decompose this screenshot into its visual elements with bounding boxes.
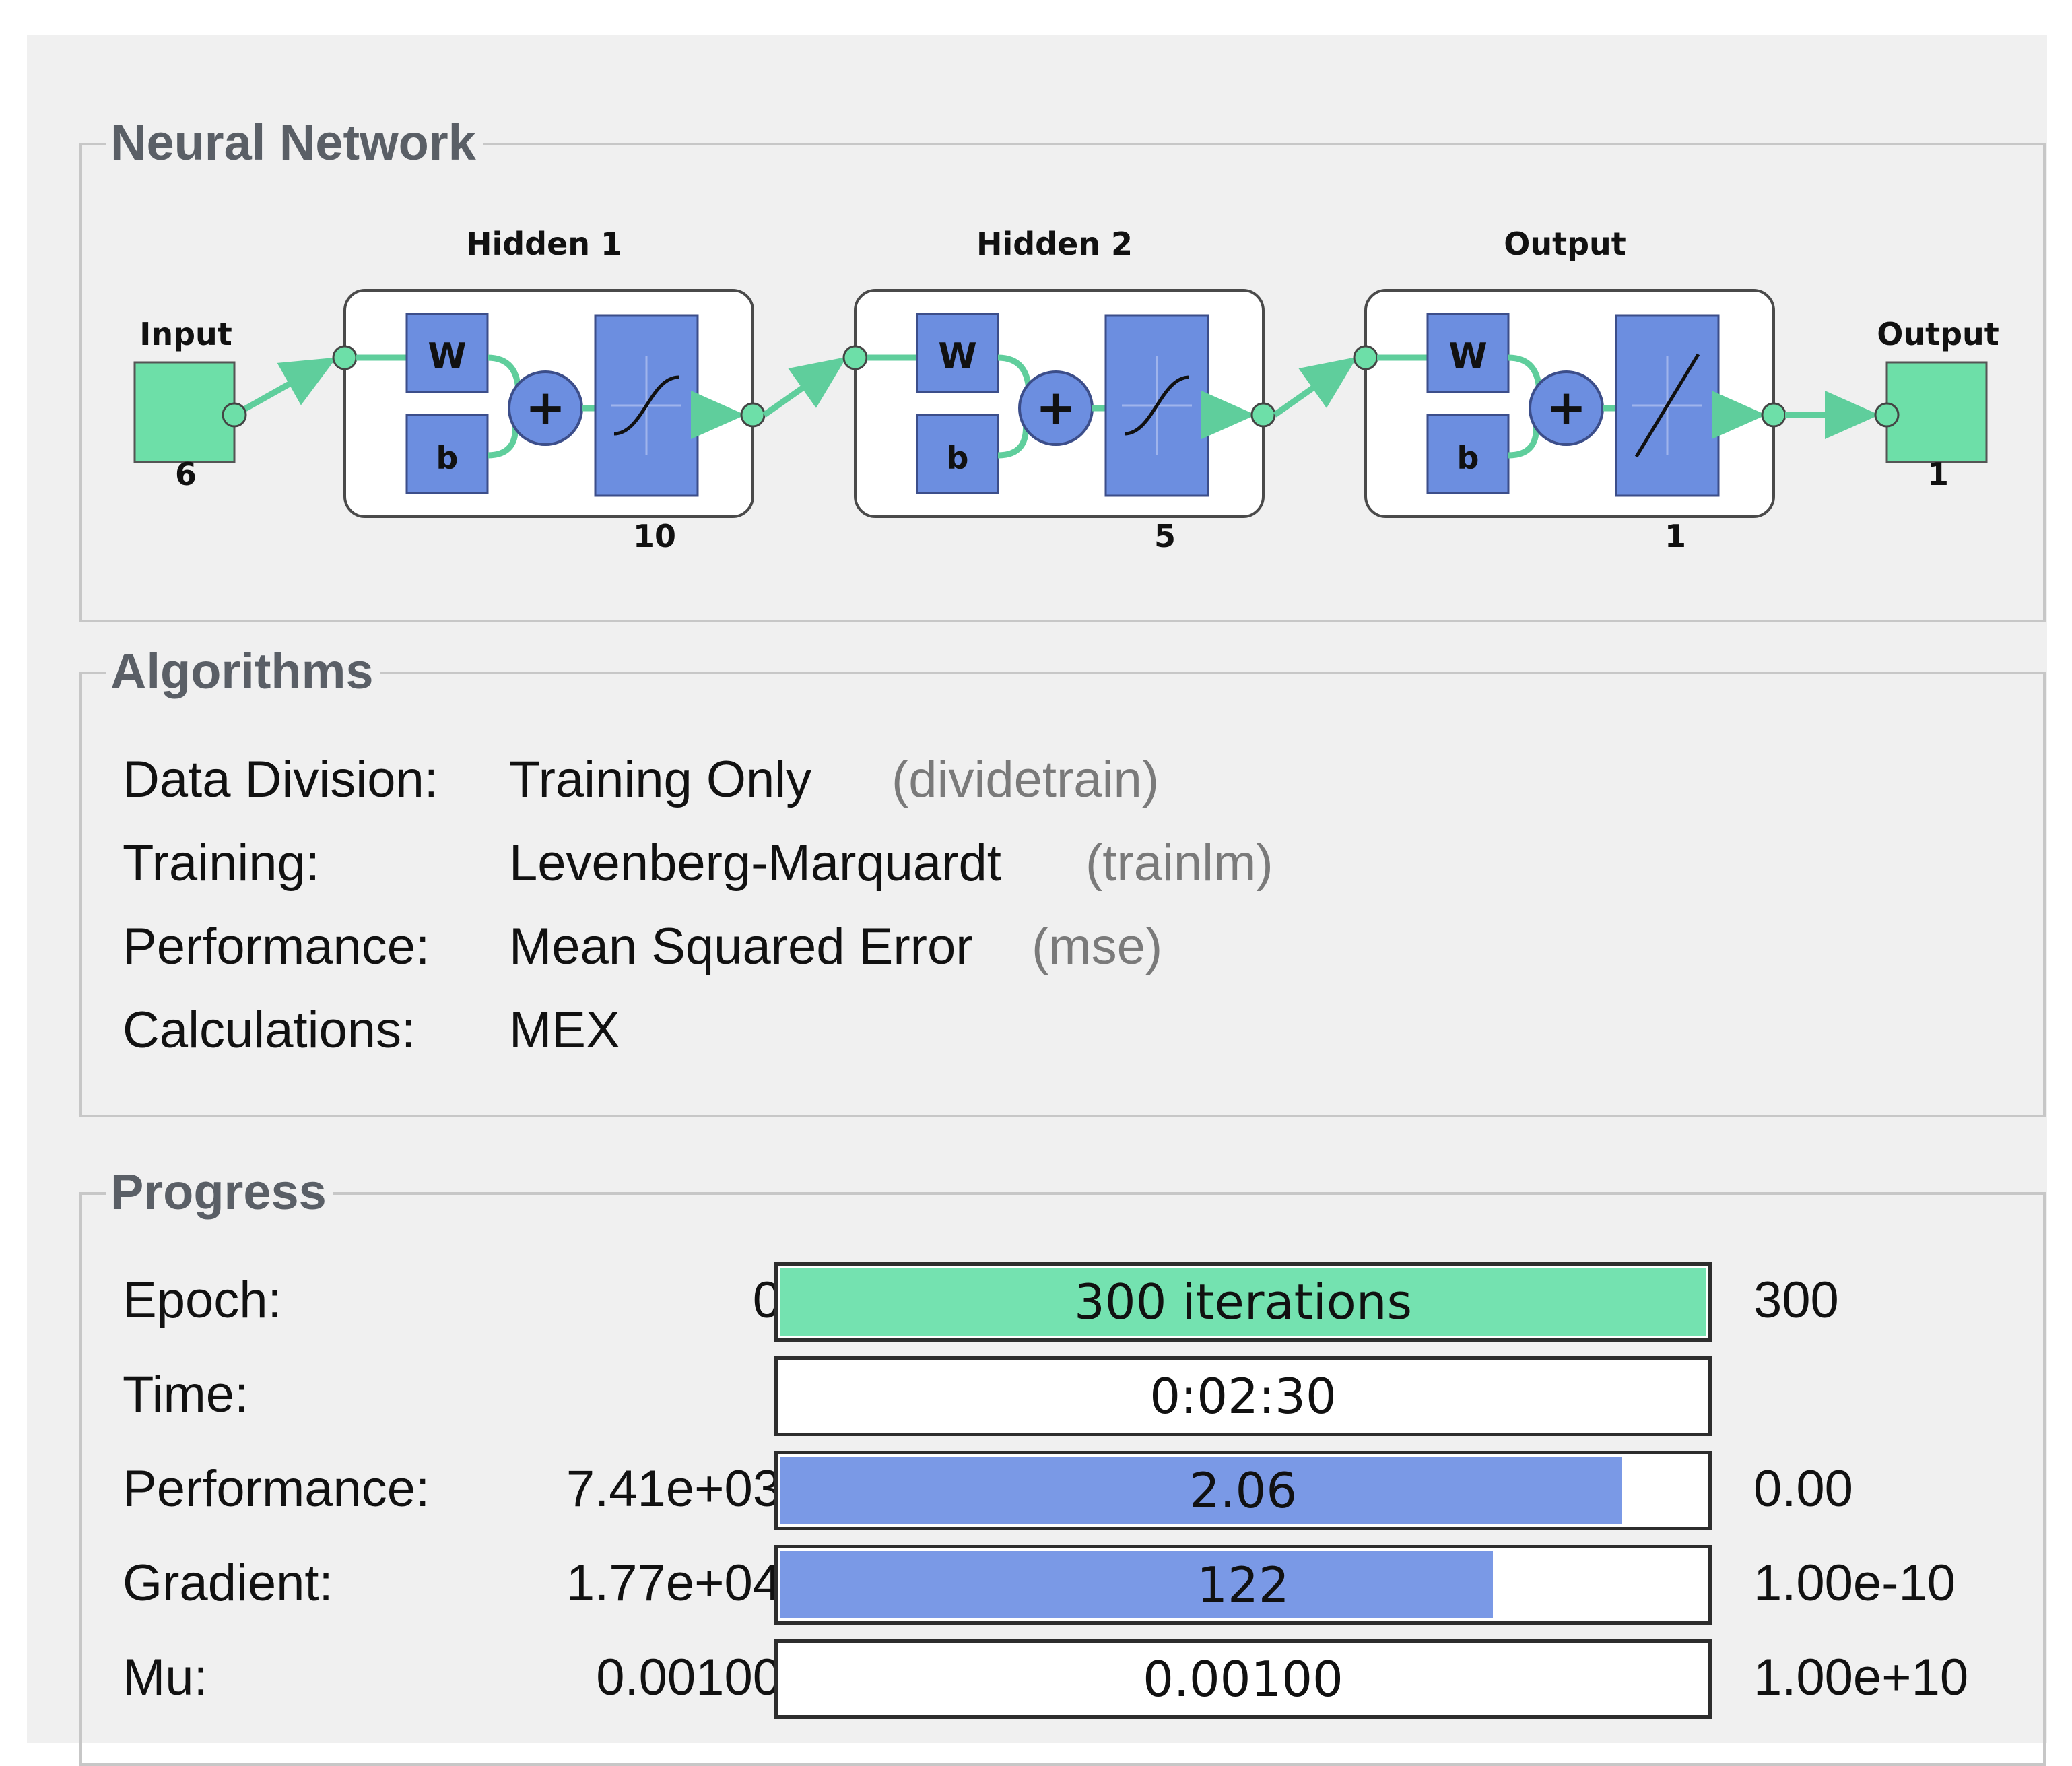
layer-3-title: Output [1504, 226, 1626, 262]
mu-min: 0.00100 [596, 1649, 781, 1706]
output-size: 1 [1927, 456, 1949, 492]
layer-1-input-dot [332, 345, 358, 370]
time-progress-bar: 0:02:30 [774, 1356, 1712, 1436]
layer-2-input-connector [762, 356, 847, 418]
layer-3-sum-symbol: + [1546, 379, 1586, 436]
layer-2-bias-label: b [947, 440, 969, 476]
layer-2-weight-label: W [938, 336, 976, 377]
gradient-progress-bar: 122 [774, 1545, 1712, 1625]
gradient-current: 122 [1197, 1557, 1290, 1613]
performance-max: 0.00 [1753, 1460, 1853, 1517]
input-node [133, 361, 236, 463]
layer-2-sigmoid-icon [1124, 375, 1190, 436]
layer-2-sum-symbol: + [1036, 379, 1076, 436]
epoch-progress-fill [780, 1268, 1706, 1336]
layer-1-bias-label: b [436, 440, 459, 476]
output-node-dot [1874, 402, 1900, 428]
layer-3-input-connector [1273, 356, 1358, 418]
mu-label: Mu: [123, 1649, 208, 1706]
layer-3-linear-icon [1634, 353, 1700, 458]
gradient-label: Gradient: [123, 1555, 333, 1612]
performance-min: 7.41e+03 [566, 1460, 781, 1517]
epoch-label: Epoch: [123, 1272, 282, 1329]
layer-1-input-connector [232, 357, 337, 418]
layer-2-size: 5 [1154, 518, 1176, 554]
algo-link-dividetrain[interactable]: (dividetrain) [892, 751, 1160, 808]
layer-1-title: Hidden 1 [466, 226, 622, 262]
layer-2-title: Hidden 2 [976, 226, 1133, 262]
mu-max: 1.00e+10 [1753, 1649, 1969, 1706]
algo-link-mse[interactable]: (mse) [1032, 918, 1163, 975]
algo-label-training: Training: [123, 835, 320, 892]
gradient-progress-fill [780, 1551, 1493, 1618]
algo-value-calculations: MEX [509, 1002, 620, 1059]
layer-3-weight-label: W [1448, 336, 1487, 377]
input-node-dot [222, 402, 247, 428]
layer-2-input-dot [842, 345, 868, 370]
layer-3-size: 1 [1665, 518, 1686, 554]
progress-title: Progress [106, 1160, 333, 1224]
layer-3-weight-block [1426, 313, 1510, 393]
time-label: Time: [123, 1366, 249, 1423]
algorithms-title: Algorithms [106, 639, 380, 704]
performance-label: Performance: [123, 1460, 430, 1517]
layer-3-bias-label: b [1457, 440, 1479, 476]
layer-1-weight-label: W [428, 336, 466, 377]
layer-1-sigmoid-icon [613, 375, 679, 436]
layer-3-output-dot [1761, 402, 1786, 428]
input-size: 6 [175, 456, 197, 492]
layer-2-output-dot [1250, 402, 1276, 428]
layer-1-output-dot [740, 402, 766, 428]
algo-label-calculations: Calculations: [123, 1002, 416, 1059]
layer-1-sum-symbol: + [525, 379, 566, 436]
gradient-max: 1.00e-10 [1753, 1555, 1956, 1612]
neural-network-title: Neural Network [106, 110, 483, 175]
algo-value-data-division: Training Only [509, 751, 812, 808]
performance-progress-fill [780, 1457, 1622, 1524]
progress-panel: Progress Epoch: 0 300 iterations 300 Tim… [79, 1160, 2046, 1766]
layer-3-input-dot [1353, 345, 1378, 370]
time-current: 0:02:30 [1149, 1368, 1337, 1425]
layer-2-weight-block [916, 313, 999, 393]
epoch-max: 300 [1753, 1272, 1839, 1329]
performance-progress-bar: 2.06 [774, 1451, 1712, 1530]
layer-3-bias-block [1426, 414, 1510, 494]
output-label: Output [1877, 316, 1999, 352]
mu-current: 0.00100 [1143, 1651, 1343, 1707]
algo-label-data-division: Data Division: [123, 751, 438, 808]
algo-label-performance: Performance: [123, 918, 430, 975]
algo-value-performance: Mean Squared Error [509, 918, 973, 975]
layer-1-bias-block [405, 414, 489, 494]
input-label: Input [139, 316, 232, 352]
mu-progress-bar: 0.00100 [774, 1639, 1712, 1719]
output-node [1885, 361, 1988, 463]
layer-1-size: 10 [633, 518, 676, 554]
network-diagram: Input 6 Hidden 1 10 Wb + Hidden 2 5 Wb + Output 1 Wb… [133, 226, 1999, 554]
epoch-current: 300 iterations [1074, 1274, 1412, 1330]
performance-current: 2.06 [1189, 1462, 1298, 1519]
algo-value-training: Levenberg-Marquardt [509, 835, 1001, 892]
gradient-min: 1.77e+04 [566, 1555, 781, 1612]
algorithms-panel: Algorithms Data Division: Training Only … [79, 639, 2046, 1117]
layer-1-weight-block [405, 313, 489, 393]
algo-link-trainlm[interactable]: (trainlm) [1085, 835, 1273, 892]
epoch-progress-bar: 300 iterations [774, 1262, 1712, 1342]
